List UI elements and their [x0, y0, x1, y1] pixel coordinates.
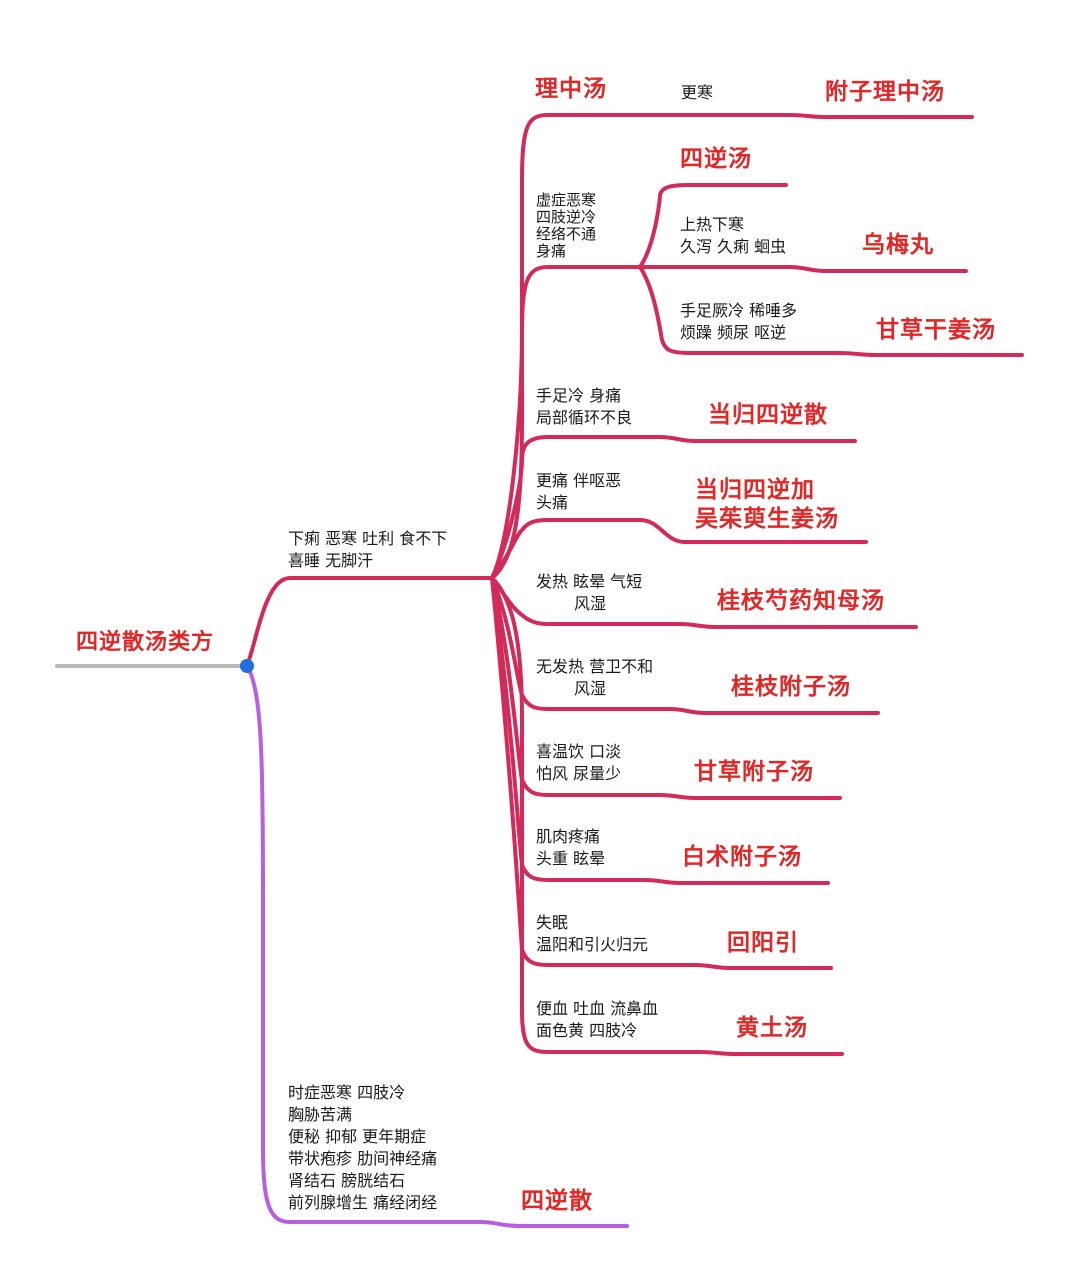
symptom-line: 四肢逆冷 [536, 208, 597, 226]
connector-huiyang [490, 576, 833, 970]
symptom-line: 前列腺增生 痛经闭经 [288, 1193, 438, 1212]
connector-sini-tang [638, 183, 788, 269]
symptom-line: 虚症恶寒 [536, 191, 597, 209]
symptom-line: 便血 吐血 流鼻血 [536, 999, 659, 1018]
connector-baizhu-fuzi [490, 576, 830, 885]
gancao-fuzi-symptoms: 喜温饮 口淡 怕风 尿量少 [536, 741, 621, 785]
formula-lizhong[interactable]: 理中汤 [535, 76, 607, 102]
upper-branch-connector [245, 576, 494, 668]
symptom-line: 喜睡 无脚汗 [288, 551, 374, 570]
connector-guizhi-fuzi [490, 576, 880, 715]
symptom-line: 发热 眩晕 气短 [536, 572, 643, 591]
connector-danggui [490, 435, 857, 580]
symptom-line: 面色黄 四肢冷 [536, 1021, 638, 1040]
connector-gancao-ganjiang [638, 265, 1024, 357]
symptom-line: 时症恶寒 四肢冷 [288, 1083, 406, 1102]
connector-wumei [638, 265, 968, 273]
connector-guizhi-shaoyao [490, 576, 918, 629]
guizhi-shaoyao-symptoms: 发热 眩晕 气短 风湿 [536, 571, 642, 615]
danggui-plus-symptoms: 更痛 伴呕恶 头痛 [536, 470, 621, 514]
formula-gancao-fuzi[interactable]: 甘草附子汤 [694, 759, 814, 785]
connector-sini-group [490, 265, 642, 580]
symptom-line: 失眠 [536, 913, 569, 932]
wumei-symptoms: 上热下寒 久泻 久痢 蛔虫 [680, 214, 786, 258]
symptom-line: 身痛 [536, 242, 567, 260]
formula-sini-san[interactable]: 四逆散 [521, 1188, 593, 1214]
symptom-line: 带状疱疹 肋间神经痛 [288, 1149, 438, 1168]
connector-gancao-fuzi [490, 576, 842, 800]
symptom-line: 经络不通 [536, 225, 597, 243]
symptom-line: 头痛 [536, 493, 569, 512]
sini-group-symptoms: 虚症恶寒 四肢逆冷 经络不通 身痛 [536, 192, 596, 260]
lower-branch-symptoms: 时症恶寒 四肢冷 胸胁苦满 便秘 抑郁 更年期症 带状疱疹 肋间神经痛 肾结石 … [288, 1082, 437, 1214]
symptom-line: 风湿 [574, 594, 607, 613]
symptom-line: 手足厥冷 稀唾多 [680, 301, 798, 320]
symptom-line: 上热下寒 [680, 215, 745, 234]
symptom-line: 下痢 恶寒 吐利 食不下 [288, 529, 448, 548]
huiyang-symptoms: 失眠 温阳和引火归元 [536, 912, 648, 956]
modifier-geng-han: 更寒 [681, 83, 714, 102]
symptom-line: 肌肉疼痛 [536, 827, 601, 846]
symptom-line: 胸胁苦满 [288, 1105, 353, 1124]
formula-danggui-sini-san[interactable]: 当归四逆散 [708, 402, 828, 428]
symptom-line: 无发热 营卫不和 [536, 657, 654, 676]
formula-wumei-wan[interactable]: 乌梅丸 [862, 232, 934, 258]
formula-guizhi-fuzi[interactable]: 桂枝附子汤 [731, 674, 851, 700]
symptom-line: 肾结石 膀胱结石 [288, 1171, 406, 1190]
symptom-line: 头重 眩晕 [536, 849, 606, 868]
symptom-line: 风湿 [574, 679, 607, 698]
lower-branch-connector [245, 664, 629, 1228]
formula-huiyang-yin[interactable]: 回阳引 [727, 930, 799, 956]
symptom-line: 手足冷 身痛 [536, 386, 622, 405]
formula-line: 当归四逆加 [695, 477, 815, 503]
trunk-connector [490, 113, 974, 580]
connector-danggui-plus [490, 518, 868, 580]
symptom-line: 喜温饮 口淡 [536, 742, 622, 761]
formula-huangtu-tang[interactable]: 黄土汤 [736, 1015, 808, 1041]
formula-baizhu-fuzi[interactable]: 白术附子汤 [682, 844, 802, 870]
upper-branch-symptoms: 下痢 恶寒 吐利 食不下 喜睡 无脚汗 [288, 528, 447, 572]
formula-line: 吴茱萸生姜汤 [695, 506, 839, 532]
formula-gancao-ganjiang[interactable]: 甘草干姜汤 [876, 317, 996, 343]
symptom-line: 烦躁 频尿 呕逆 [680, 323, 787, 342]
formula-guizhi-shaoyao-zhimu[interactable]: 桂枝芍药知母汤 [717, 588, 885, 614]
symptom-line: 温阳和引火归元 [536, 935, 649, 954]
baizhu-fuzi-symptoms: 肌肉疼痛 头重 眩晕 [536, 826, 605, 870]
formula-danggui-sini-wuzhuyu[interactable]: 当归四逆加 吴茱萸生姜汤 [695, 476, 839, 534]
formula-fuzi-lizhong[interactable]: 附子理中汤 [825, 79, 945, 105]
symptom-line: 更痛 伴呕恶 [536, 471, 622, 490]
huangtu-symptoms: 便血 吐血 流鼻血 面色黄 四肢冷 [536, 998, 658, 1042]
guizhi-fuzi-symptoms: 无发热 营卫不和 风湿 [536, 656, 653, 700]
trunk-lower-connector [490, 576, 844, 1056]
symptom-line: 久泻 久痢 蛔虫 [680, 237, 787, 256]
formula-sini-tang[interactable]: 四逆汤 [680, 146, 752, 172]
root-node-dot [240, 659, 254, 673]
danggui-symptoms: 手足冷 身痛 局部循环不良 [536, 385, 632, 429]
symptom-line: 怕风 尿量少 [536, 764, 622, 783]
root-title[interactable]: 四逆散汤类方 [76, 630, 215, 655]
gancao-ganjiang-symptoms: 手足厥冷 稀唾多 烦躁 频尿 呕逆 [680, 300, 797, 344]
symptom-line: 局部循环不良 [536, 408, 633, 427]
symptom-line: 便秘 抑郁 更年期症 [288, 1127, 427, 1146]
